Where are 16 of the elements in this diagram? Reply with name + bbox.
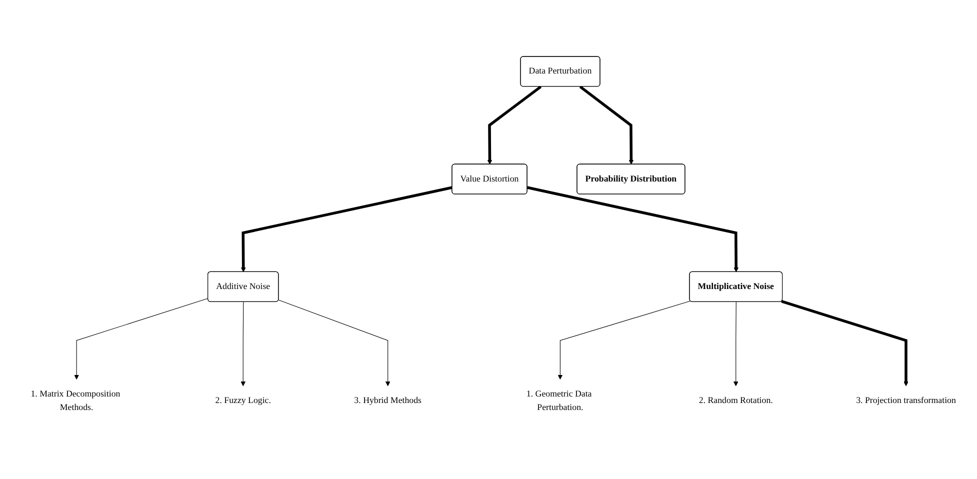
arrow [278, 300, 390, 386]
arrow [733, 302, 738, 386]
arrow [487, 86, 542, 165]
node-text: 3. Hybrid Methods [354, 396, 422, 406]
node-text: 1. Matrix Decomposition Methods. [30, 389, 120, 412]
arrow [527, 186, 739, 272]
arrow [558, 300, 691, 380]
node-text: 1. Geometric Data Perturbation. [526, 389, 592, 412]
arrow [579, 86, 634, 165]
arrow [781, 300, 908, 386]
arrow [240, 302, 246, 386]
arrow [74, 298, 208, 380]
arrow [240, 186, 453, 272]
node-text: 3. Projection transformation [856, 396, 956, 406]
node-text: 2. Fuzzy Logic. [215, 396, 271, 406]
node-text: 2. Random Rotation. [698, 396, 773, 406]
